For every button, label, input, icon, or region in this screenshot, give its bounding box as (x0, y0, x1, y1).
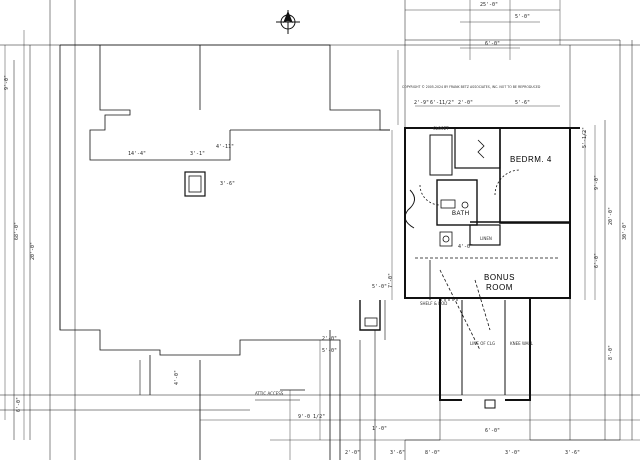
dim-br-top-d: 5'-6" (515, 100, 530, 106)
north-arrow-icon (276, 10, 300, 34)
dim-right-low: 8'-0" (608, 345, 614, 360)
dim-chimney-w: 3'-1" (190, 151, 205, 157)
note-linen: LINEN (480, 236, 492, 241)
dim-bottom-f: 3'-6" (390, 450, 405, 456)
dim-left-low: 4'-0" (174, 370, 180, 385)
note-knee-wall: KNEE WALL (510, 341, 534, 346)
dim-bottom-h: 3'-6" (565, 450, 580, 456)
dim-top-overall: 25'-0" (480, 2, 498, 8)
dim-top-right: 6'-0" (485, 41, 500, 47)
dim-dormer-b: 5'-0" (322, 348, 337, 354)
dim-bonus-right: 6'-0" (594, 253, 600, 268)
dim-bonus-left: 7'-0" (388, 273, 394, 288)
note-closet: CLOSET (433, 126, 449, 131)
dim-stair-a: 5'-0" (372, 284, 387, 290)
dim-br-top-b: 6'-11/2" (430, 100, 454, 106)
dim-bottom-e: 6'-0" (485, 428, 500, 434)
dim-stair-b: 4'-0" (458, 244, 473, 250)
room-label-bedroom-4: BEDRM. 4 (510, 155, 552, 164)
dim-chimney-d: 3'-6" (220, 181, 235, 187)
room-label-bonus: BONUS (484, 273, 515, 282)
dim-roof-width: 14'-4" (128, 151, 146, 157)
dim-bottom-a: 9'-0 1/2" (298, 414, 325, 420)
dim-left-c: 6'-0" (16, 397, 22, 412)
dim-br-top-c: 2'-0" (458, 100, 473, 106)
dim-br-right-d: 30'-0" (622, 222, 628, 240)
note-line-of-clg: LINE OF CLG (470, 341, 495, 346)
room-label-room: ROOM (486, 283, 513, 292)
dim-bottom-d: 8'-0" (425, 450, 440, 456)
dim-left-overall: 68'-0" (14, 222, 20, 240)
dim-br-right-a: 5'-1/2" (582, 127, 588, 148)
dim-br-right-c: 20'-0" (608, 207, 614, 225)
dim-dormer-a: 2'-0" (322, 336, 337, 342)
room-label-bath: BATH (452, 211, 470, 217)
dim-br-right-b: 9'-0" (594, 175, 600, 190)
dim-bottom-g: 3'-0" (505, 450, 520, 456)
note-attic-access: ATTIC ACCESS (255, 391, 284, 396)
dim-left-b: 20'-0" (30, 242, 36, 260)
copyright-note: COPYRIGHT © 2005-2024 BY FRANK BETZ ASSO… (402, 85, 541, 89)
dim-chimney-h: 4'-11" (216, 144, 234, 150)
dim-left-a: 9'-0" (4, 75, 10, 90)
dim-top-inner: 5'-0" (515, 14, 530, 20)
dim-br-top-a: 2'-9" (414, 100, 429, 106)
dim-bottom-c: 2'-0" (345, 450, 360, 456)
note-shelf: SHELF & ROD (420, 301, 447, 306)
dim-bottom-b: 1'-0" (372, 426, 387, 432)
